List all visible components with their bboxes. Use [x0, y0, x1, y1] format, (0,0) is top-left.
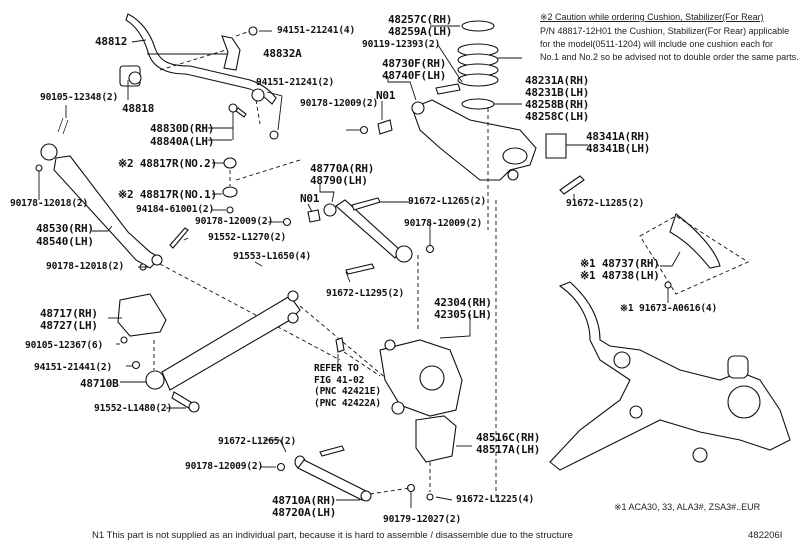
label-90178-12009-b[interactable]: 90178-12009(2): [300, 98, 379, 109]
bolt-91552-l1270[interactable]: [169, 227, 189, 249]
label-48817r-no1[interactable]: ※2 48817R(NO.1): [118, 188, 217, 201]
stabilizer-cushion-part[interactable]: [119, 65, 142, 87]
shock-nut-upper-part[interactable]: [35, 164, 43, 172]
label-90178-12009-c[interactable]: 90178-12009(2): [404, 218, 483, 229]
label-48818[interactable]: 48818: [122, 102, 155, 115]
cushion-no1-part[interactable]: [222, 186, 238, 198]
label-48840a[interactable]: 48840A(LH): [150, 135, 215, 148]
coil-spring-part[interactable]: [457, 20, 499, 110]
label-42304[interactable]: 42304(RH): [434, 296, 492, 309]
label-94151-21241-4[interactable]: 94151-21241(4): [277, 25, 356, 36]
label-90178-12018-lower[interactable]: 90178-12018(2): [46, 261, 125, 272]
label-48737[interactable]: ※1 48737(RH): [580, 257, 660, 270]
lower-arm-48710b-part[interactable]: [145, 290, 301, 391]
lower-arm-bracket-part[interactable]: [117, 293, 167, 337]
label-48812[interactable]: 48812: [95, 35, 128, 48]
label-48517a[interactable]: 48517A(LH): [476, 443, 541, 456]
label-48231b[interactable]: 48231B(LH): [525, 86, 590, 99]
label-42305[interactable]: 42305(LH): [434, 308, 492, 321]
label-48258b[interactable]: 48258B(RH): [525, 98, 590, 111]
label-48738[interactable]: ※1 48738(LH): [580, 269, 660, 282]
label-48341b[interactable]: 48341B(LH): [586, 142, 651, 155]
label-48257c[interactable]: 48257C(RH): [388, 13, 453, 26]
label-91672-l1225[interactable]: 91672-L1225(4): [456, 494, 535, 505]
rear-axle-carrier-part[interactable]: [379, 339, 463, 417]
bracket-48516c-part[interactable]: [415, 415, 457, 463]
label-91673-a0616[interactable]: ※1 91673-A0616(4): [620, 303, 718, 314]
label-48720a[interactable]: 48720A(LH): [272, 506, 337, 519]
label-91672-l1265-upper[interactable]: 91672-L1265(2): [408, 196, 487, 207]
stabilizer-bracket-part[interactable]: [221, 26, 258, 71]
label-48516c[interactable]: 48516C(RH): [476, 431, 541, 444]
stabilizer-nut-part[interactable]: [269, 130, 279, 140]
label-refer-pnc-42422a[interactable]: (PNC 42422A): [314, 398, 381, 409]
label-48530[interactable]: 48530(RH): [36, 222, 94, 235]
caution-note-title: ※2 Caution while ordering Cushion, Stabi…: [540, 12, 764, 22]
lateral-link-48710a-part[interactable]: [294, 455, 372, 502]
label-90105-12367[interactable]: 90105-12367(6): [25, 340, 104, 351]
label-94151-21241-2[interactable]: 94151-21241(2): [256, 77, 335, 88]
label-48710a[interactable]: 48710A(RH): [272, 494, 337, 507]
bushing-n01-upper[interactable]: [377, 119, 393, 135]
label-90179-12027[interactable]: 90179-12027(2): [383, 514, 462, 525]
caution-note-line-3: No.1 and No.2 so be advised not to doubl…: [540, 52, 799, 62]
label-48830d[interactable]: 48830D(RH): [150, 122, 215, 135]
bump-stopper-part[interactable]: [545, 133, 567, 159]
model-applicability-note: ※1 ACA30, 33, ALA3#, ZSA3#..EUR: [614, 502, 761, 512]
label-n01-upper[interactable]: N01: [376, 89, 396, 102]
label-48730f[interactable]: 48730F(RH): [382, 57, 447, 70]
label-90178-12009-d[interactable]: 90178-12009(2): [185, 461, 264, 472]
label-48258c[interactable]: 48258C(LH): [525, 110, 590, 123]
label-91672-l1265-lower[interactable]: 91672-L1265(2): [218, 436, 297, 447]
label-94184-61001[interactable]: 94184-61001(2): [136, 204, 215, 215]
label-48259a[interactable]: 48259A(LH): [388, 25, 453, 38]
lower-control-arm-part[interactable]: [411, 99, 537, 181]
label-90178-12009-a[interactable]: 90178-12009(2): [195, 216, 274, 227]
washer-part[interactable]: [226, 206, 234, 214]
label-48717[interactable]: 48717(RH): [40, 307, 98, 320]
label-91553-l1650[interactable]: 91553-L1650(4): [233, 251, 312, 262]
screw-91673[interactable]: [664, 281, 672, 289]
label-91552-l1270[interactable]: 91552-L1270(2): [208, 232, 287, 243]
label-48790[interactable]: 48790(LH): [310, 174, 368, 187]
label-48740f[interactable]: 48740F(LH): [382, 69, 447, 82]
label-48540[interactable]: 48540(LH): [36, 235, 94, 248]
mudguard-part[interactable]: [669, 213, 721, 269]
leader-lines: [38, 25, 681, 508]
label-refer-to[interactable]: REFER TO: [314, 363, 359, 374]
shock-absorber-part[interactable]: [40, 143, 163, 269]
stabilizer-link-part[interactable]: [228, 103, 247, 140]
label-48341a[interactable]: 48341A(RH): [586, 130, 651, 143]
label-91672-l1295[interactable]: 91672-L1295(2): [326, 288, 405, 299]
cushion-no2-part[interactable]: [223, 157, 237, 169]
label-91672-l1285[interactable]: 91672-L1285(2): [566, 198, 645, 209]
label-94151-21441[interactable]: 94151-21441(2): [34, 362, 113, 373]
label-n01-lower[interactable]: N01: [300, 192, 320, 205]
label-refer-pnc-42421e[interactable]: (PNC 42421E): [314, 386, 381, 397]
label-48817r-no2[interactable]: ※2 48817R(NO.2): [118, 157, 217, 170]
caution-note-line-1: P/N 48817-12H01 the Cushion, Stabilizer(…: [540, 26, 790, 36]
label-91552-l1480[interactable]: 91552-L1480(2): [94, 403, 173, 414]
label-90105-12348[interactable]: 90105-12348(2): [40, 92, 119, 103]
stabilizer-bar-part[interactable]: [125, 13, 277, 105]
label-refer-fig[interactable]: FIG 41-02: [314, 375, 365, 386]
caution-note-line-2: for the model(0511-1204) will include on…: [540, 39, 773, 49]
figure-code: 482206I: [748, 530, 783, 541]
label-48231a[interactable]: 48231A(RH): [525, 74, 590, 87]
footer-n1-note: N1 This part is not supplied as an indiv…: [92, 530, 573, 541]
label-48727[interactable]: 48727(LH): [40, 319, 98, 332]
toe-control-arm-part[interactable]: [323, 199, 413, 263]
label-48770a[interactable]: 48770A(RH): [310, 162, 375, 175]
rear-suspension-assembly-view: [549, 281, 791, 471]
label-90178-12018-upper[interactable]: 90178-12018(2): [10, 198, 89, 209]
label-48710b[interactable]: 48710B: [80, 377, 119, 390]
label-48832a[interactable]: 48832A: [263, 47, 302, 60]
label-90119-12393[interactable]: 90119-12393(2): [362, 39, 441, 50]
